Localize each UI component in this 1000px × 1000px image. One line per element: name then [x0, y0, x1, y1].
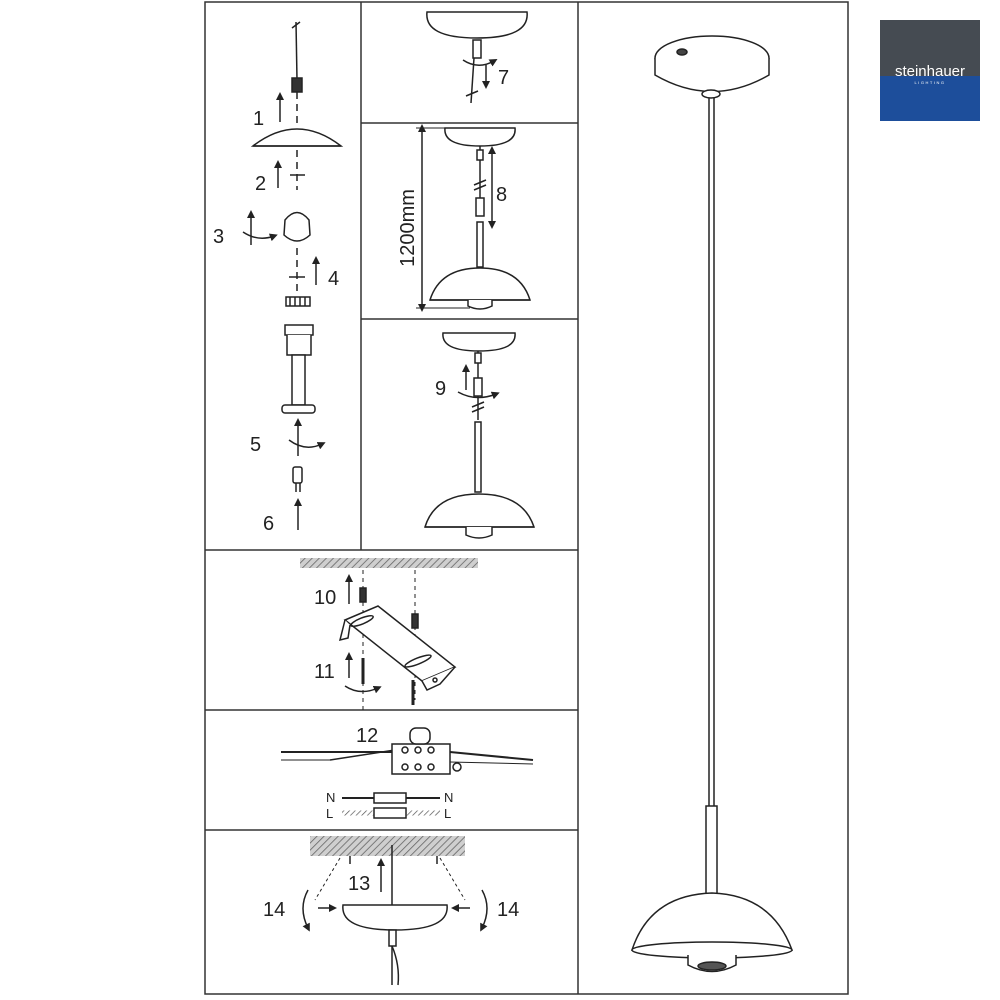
panel-wiring — [281, 727, 534, 819]
step-5-label: 5 — [250, 434, 261, 456]
rotate-icon — [462, 59, 498, 67]
step-6-label: 6 — [263, 513, 274, 535]
wall-plug-icon — [411, 613, 419, 629]
step-12-label: 12 — [356, 725, 378, 747]
panel-canopy-screw — [426, 11, 528, 104]
panel-canopy-fixing — [302, 836, 488, 986]
step-8-label: 8 — [496, 184, 507, 206]
brand-name: steinhauer — [895, 63, 965, 80]
panel-socket-assembly — [242, 21, 344, 530]
step-9-label: 9 — [435, 378, 446, 400]
panel-height-adjust — [416, 124, 532, 312]
step-10-label: 10 — [314, 587, 336, 609]
rotate-icon — [480, 889, 488, 932]
rotate-icon — [242, 231, 278, 242]
ceiling-hatch-icon — [310, 836, 465, 856]
panel-bracket-mounting — [300, 558, 478, 710]
wire-neutral-right: N — [444, 790, 453, 805]
rotate-icon — [288, 439, 326, 450]
wire-neutral-left: N — [326, 790, 335, 805]
step-7-label: 7 — [498, 67, 509, 89]
brand-tagline: LIGHTING — [915, 80, 946, 85]
panel-cable-lock — [423, 332, 536, 539]
wire-live-right: L — [444, 806, 451, 821]
panel-complete-lamp — [630, 35, 794, 973]
cable-length-dimension: 1200mm — [397, 189, 419, 267]
step-11-label: 11 — [314, 661, 335, 683]
step-2-label: 2 — [255, 173, 266, 195]
rotate-icon — [344, 685, 382, 694]
ceiling-hatch-icon — [300, 558, 478, 568]
step-14-right-label: 14 — [497, 899, 519, 921]
step-13-label: 13 — [348, 873, 370, 895]
panel-grid — [204, 1, 849, 995]
step-14-left-label: 14 — [263, 899, 285, 921]
step-1-label: 1 — [253, 108, 264, 130]
rotate-icon — [302, 889, 310, 932]
brand-logo: steinhauer LIGHTING — [880, 20, 980, 121]
step-4-label: 4 — [328, 268, 339, 290]
wire-live-left: L — [326, 806, 333, 821]
wall-plug-icon — [359, 587, 367, 603]
rotate-icon — [457, 391, 500, 400]
step-3-label: 3 — [213, 226, 224, 248]
